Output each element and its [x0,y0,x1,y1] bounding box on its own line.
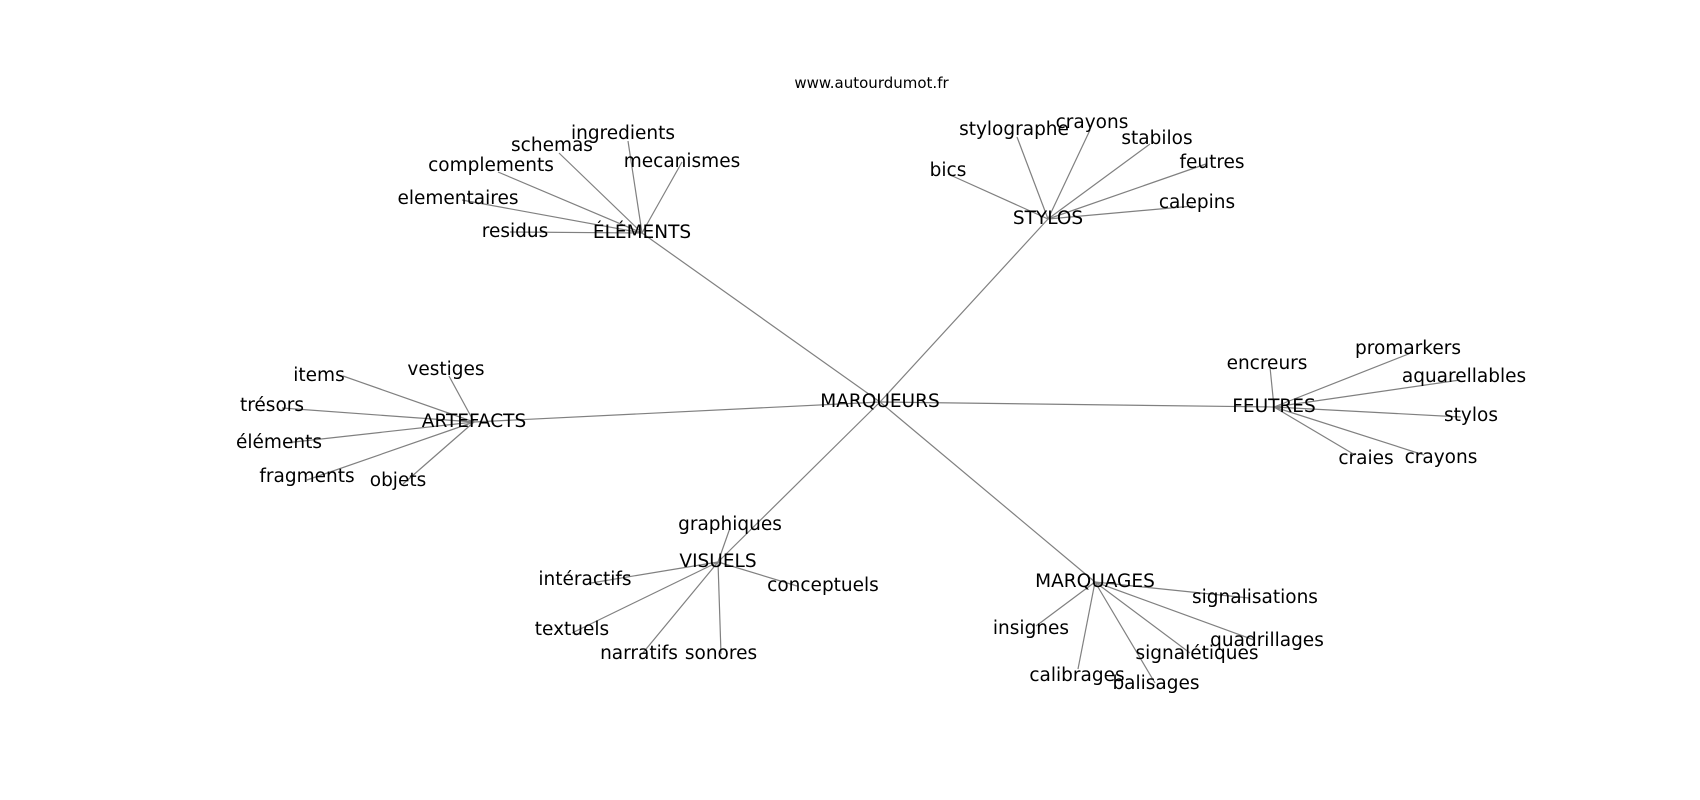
group-node-label: ÉLÉMENTS [593,221,691,243]
edge-group-to-child [281,407,475,423]
child-node-label: mecanismes [624,151,740,172]
center-node-label: MARQUEURS [820,391,939,412]
child-node-label: graphiques [678,514,782,535]
edge-center-to-group [879,401,1096,583]
child-node-label: sonores [685,643,757,664]
child-node-label: bics [930,160,967,181]
edge-group-to-child [402,421,475,485]
edge-group-to-child [1094,581,1191,654]
child-node-label: aquarellables [1402,366,1526,387]
edge-group-to-child [558,152,643,234]
edge-group-to-child [1077,581,1096,670]
child-node-label: intéractifs [538,569,631,590]
edge-group-to-child [1269,366,1275,408]
group-node-label: MARQUAGES [1035,571,1155,592]
edge-group-to-child [1094,581,1156,684]
edge-group-to-child [1047,129,1091,220]
edge-group-to-child [1094,581,1250,599]
edge-center-to-group [717,401,881,563]
edge-group-to-child [1273,406,1356,456]
group-node-label: STYLOS [1013,208,1083,229]
child-node-label: stylos [1444,405,1498,426]
child-node-label: stabilos [1121,128,1192,149]
edge-center-to-group [473,401,881,423]
edge-group-to-child [717,561,722,655]
edge-group-to-child [1047,163,1207,220]
edge-group-to-child [947,173,1049,220]
edge-group-to-child [1016,136,1049,220]
child-node-label: trésors [240,395,304,416]
child-node-label: signalétiques [1136,643,1259,664]
child-node-label: balisages [1112,673,1199,694]
child-node-label: éléments [236,432,322,453]
child-node-label: residus [482,221,548,242]
child-node-label: stylographe [959,119,1069,140]
edge-group-to-child [571,561,719,634]
child-node-label: encreurs [1227,353,1308,374]
edge-center-to-group [641,232,881,403]
edge-group-to-child [1047,205,1194,220]
edge-group-to-child [306,421,475,481]
child-node-label: narratifs [600,643,678,664]
edges-layer [281,129,1462,684]
child-node-label: objets [370,470,426,491]
edge-center-to-group [879,401,1275,408]
child-node-label: quadrillages [1210,630,1324,651]
edge-group-to-child [1035,581,1096,627]
group-node-label: VISUELS [679,551,756,572]
edge-group-to-child [509,231,643,234]
edge-group-to-child [627,140,643,234]
edge-group-to-child [342,375,475,423]
child-node-label: crayons [1056,112,1129,133]
child-node-label: craies [1338,448,1393,469]
edge-group-to-child [1047,143,1151,220]
child-node-label: promarkers [1355,338,1461,359]
child-node-label: items [293,365,344,386]
edge-group-to-child [497,171,643,234]
group-node-label: ARTEFACTS [422,411,526,432]
edge-group-to-child [1094,581,1255,641]
edge-center-to-group [879,218,1049,403]
edge-group-to-child [641,161,683,234]
edge-group-to-child [1273,406,1462,418]
edge-group-to-child [1273,379,1461,408]
edge-group-to-child [448,375,475,423]
edge-group-to-child [284,421,475,444]
edge-group-to-child [641,561,719,655]
child-node-label: fragments [259,466,354,487]
edge-group-to-child [590,561,719,584]
child-node-label: elementaires [398,188,519,209]
edge-group-to-child [1273,352,1412,408]
child-node-label: complements [428,155,554,176]
edge-group-to-child [461,199,643,234]
child-node-label: vestiges [407,359,484,380]
child-node-label: calepins [1159,192,1235,213]
child-node-label: textuels [535,619,609,640]
edge-group-to-child [717,527,731,563]
edge-group-to-child [1273,406,1425,456]
child-node-label: schemas [511,135,593,156]
child-node-label: crayons [1405,447,1478,468]
child-node-label: calibrages [1029,665,1124,686]
site-url: www.autourdumot.fr [794,74,949,92]
child-node-label: insignes [993,618,1069,639]
child-node-label: conceptuels [767,575,879,596]
edge-group-to-child [717,561,798,587]
child-node-label: ingredients [571,123,675,144]
child-node-label: feutres [1179,152,1244,173]
group-node-label: FEUTRES [1232,396,1315,417]
child-node-label: signalisations [1192,587,1318,608]
